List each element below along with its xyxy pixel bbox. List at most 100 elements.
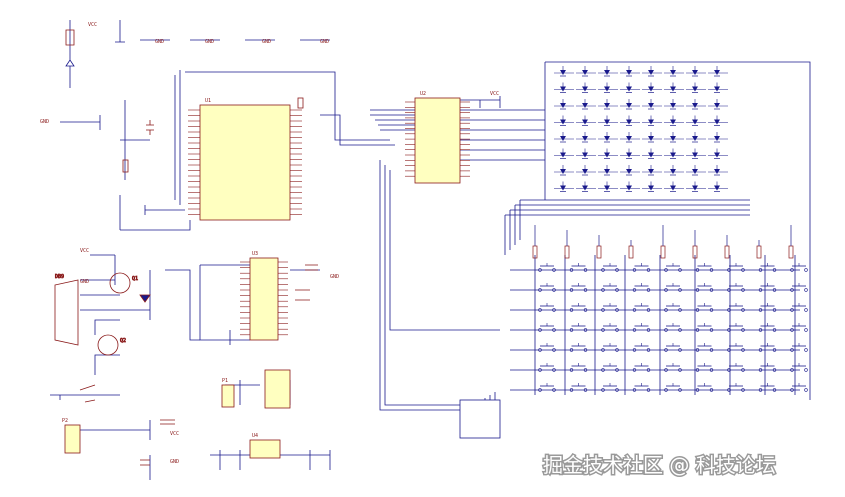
led: [692, 103, 698, 108]
led: [604, 103, 610, 108]
mcu-bus-top: [174, 70, 390, 205]
key-contact: [538, 288, 542, 292]
pullup-resistor: [724, 245, 730, 259]
led: [714, 185, 720, 191]
jumper-p1: [221, 384, 235, 408]
chip-pins-layer: [188, 101, 470, 336]
power-switch: [79, 384, 96, 403]
key-contact: [678, 328, 682, 332]
key-contact: [615, 268, 619, 272]
key-contact: [615, 348, 619, 352]
key-contact: [804, 348, 808, 352]
key-contact: [552, 348, 556, 352]
gnd-label-4: GND: [262, 39, 271, 45]
db9-label: DB9: [55, 274, 64, 280]
key-contact: [804, 288, 808, 292]
gnd-label-2: GND: [155, 39, 164, 45]
key-contact: [583, 368, 588, 372]
crystal-branch: [60, 115, 101, 130]
resistor-r3: [297, 97, 304, 109]
key-contact: [615, 308, 619, 312]
led: [648, 86, 654, 92]
led: [626, 103, 632, 108]
key-contact: [709, 308, 714, 312]
led: [560, 136, 566, 141]
latch-chip: [414, 97, 461, 184]
led: [582, 119, 588, 125]
key-contact: [741, 388, 745, 392]
pullup-resistor: [660, 245, 666, 259]
key-contact: [790, 368, 794, 372]
pullup-resistor: [788, 245, 794, 259]
bottom-header: [459, 399, 501, 439]
key-contact: [569, 368, 574, 372]
led-matrix: [554, 66, 728, 192]
key-contact: [741, 288, 745, 292]
key-contact: [695, 348, 700, 352]
led: [560, 103, 566, 108]
led: [714, 152, 720, 158]
key-contact: [741, 268, 745, 272]
key-contact: [772, 308, 777, 312]
key-contact: [727, 308, 731, 312]
led: [648, 136, 654, 141]
key-contact: [758, 388, 763, 392]
led: [626, 86, 632, 92]
gnd-label-1: GND: [40, 119, 49, 125]
led: [714, 169, 720, 174]
key-contact: [583, 308, 588, 312]
key-contact: [758, 368, 763, 372]
led: [604, 119, 610, 125]
led: [648, 70, 654, 75]
key-contact: [772, 268, 777, 272]
key-contact: [727, 368, 731, 372]
pullup-resistor: [628, 245, 634, 259]
key-contact: [601, 348, 605, 352]
led: [714, 136, 720, 141]
led: [560, 86, 566, 92]
key-contact: [552, 328, 556, 332]
regulator-chip: [249, 439, 281, 459]
key-contact: [632, 268, 637, 272]
key-contact: [758, 348, 763, 352]
key-contact: [538, 348, 542, 352]
led: [670, 119, 676, 125]
key-contact: [538, 308, 542, 312]
key-contact: [664, 368, 668, 372]
bottom-left-power: [70, 420, 151, 480]
chips-layer: U1 U2 U3 U4: [64, 91, 501, 459]
led: [582, 103, 588, 108]
led: [604, 136, 610, 141]
key-contact: [727, 288, 731, 292]
key-contact: [646, 348, 651, 352]
p1-label: P1: [222, 378, 228, 384]
key-contact: [632, 328, 637, 332]
led-col-drop: [504, 200, 521, 255]
led: [560, 185, 566, 191]
key-contact: [758, 328, 763, 332]
key-contact: [538, 268, 542, 272]
key-contact: [741, 328, 745, 332]
net-labels: VCC GND GND GND GND GND VCC GND GND VCC …: [40, 22, 499, 465]
latch-chip-label: U2: [420, 91, 426, 97]
diode-d1: [139, 294, 151, 303]
transistor-wires: [90, 254, 120, 375]
switch-wire: [50, 394, 120, 400]
key-contact: [772, 288, 777, 292]
gnd-label-6: GND: [80, 279, 89, 285]
led: [714, 70, 720, 75]
key-contact: [615, 288, 619, 292]
led: [692, 119, 698, 125]
key-contact: [646, 328, 651, 332]
pullup-resistor: [564, 245, 570, 259]
key-contact: [790, 268, 794, 272]
led: [582, 152, 588, 158]
led: [560, 70, 566, 75]
key-contact: [601, 328, 605, 332]
mcu-chip-label: U1: [205, 98, 211, 104]
key-contact: [727, 348, 731, 352]
key-contact: [727, 388, 731, 392]
led-power-branch: [65, 20, 75, 88]
led: [648, 169, 654, 174]
led: [670, 169, 676, 174]
